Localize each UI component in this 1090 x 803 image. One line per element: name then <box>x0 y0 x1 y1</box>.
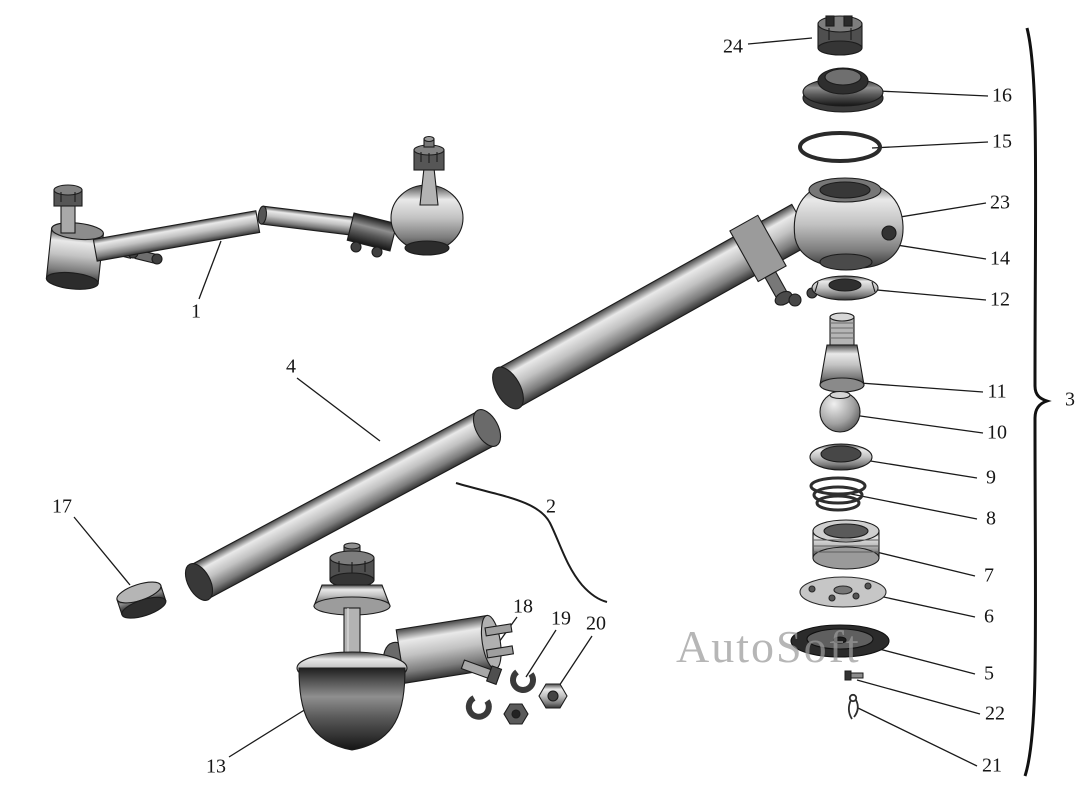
bearing-seat-illustration <box>809 443 873 471</box>
part-label-22: 22 <box>985 702 1005 725</box>
seal-ring-illustration <box>798 131 882 163</box>
part-label-18: 18 <box>513 595 533 618</box>
part-label-20: 20 <box>586 612 606 635</box>
part-label-17: 17 <box>52 495 72 518</box>
bottom-tie-rod-end-illustration <box>296 542 515 751</box>
retainer-washer-illustration <box>811 275 879 301</box>
part-label-11: 11 <box>987 380 1007 403</box>
joint-housing-illustration <box>793 177 904 271</box>
part-label-16: 16 <box>992 84 1012 107</box>
part-label-14: 14 <box>990 247 1010 270</box>
lock-wire-illustration <box>455 482 608 603</box>
tie-rod-assembly-illustration <box>45 135 464 290</box>
threaded-plug-illustration <box>812 519 880 570</box>
plug-cap-illustration <box>116 581 167 619</box>
part-label-19: 19 <box>551 607 571 630</box>
part-label-8: 8 <box>986 507 996 530</box>
part-label-23: 23 <box>990 191 1010 214</box>
support-plate-illustration <box>799 576 887 608</box>
cotter-pin-illustration <box>847 693 859 720</box>
part-label-5: 5 <box>984 662 994 685</box>
part-label-12: 12 <box>990 288 1010 311</box>
group-brace <box>1023 27 1052 777</box>
main-rod-tube-illustration <box>492 203 818 410</box>
part-label-24: 24 <box>723 35 743 58</box>
watermark-text: AutoSoft <box>676 621 861 672</box>
part-label-7: 7 <box>984 564 994 587</box>
dust-cap-illustration <box>802 67 884 113</box>
fasteners-illustration <box>460 659 568 725</box>
part-label-6: 6 <box>984 605 994 628</box>
part-label-21: 21 <box>982 754 1002 777</box>
part-label-15: 15 <box>992 130 1012 153</box>
part-label-1: 1 <box>191 300 201 323</box>
spring-illustration <box>809 476 867 512</box>
ball-pin-illustration <box>819 312 865 393</box>
part-label-10: 10 <box>987 421 1007 444</box>
part-label-2: 2 <box>546 495 556 518</box>
side-rod-tube-illustration <box>184 409 502 601</box>
part-label-13: 13 <box>206 755 226 778</box>
castle-nut-illustration <box>817 15 863 56</box>
leader-lines <box>73 37 989 767</box>
part-label-4: 4 <box>286 355 296 378</box>
part-label-3: 3 <box>1065 388 1075 411</box>
part-label-9: 9 <box>986 466 996 489</box>
small-bolt-illustration <box>844 670 864 681</box>
ball-illustration <box>819 390 861 433</box>
cover-plate-illustration <box>790 624 890 658</box>
